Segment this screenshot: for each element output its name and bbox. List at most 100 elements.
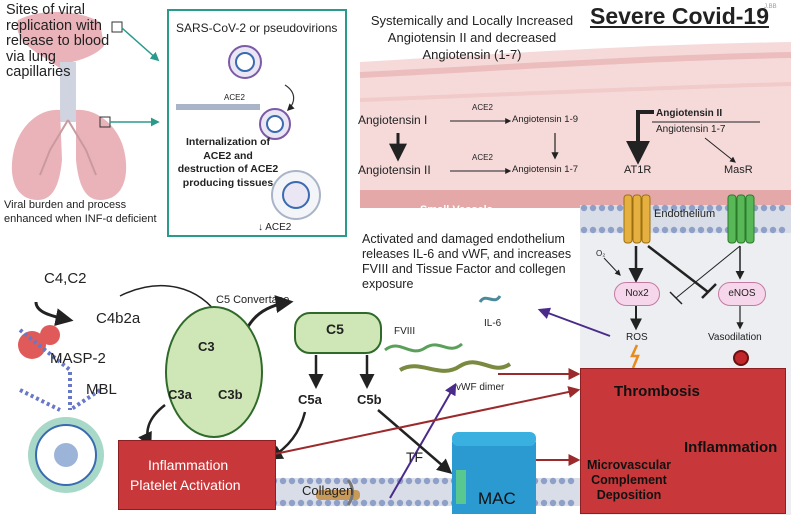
c5-label: C5 [326,321,344,337]
membrane-bead [333,477,341,485]
ace2-receptor-label: ACE2 [224,93,245,102]
membrane-bead [540,477,548,485]
il6-label: IL-6 [484,318,502,329]
ace2-inset [167,9,347,237]
angiotensin-2-right-label: Angiotensin II [656,108,723,119]
oxygen-label: O₂ [596,249,606,258]
membrane-bead [360,499,368,507]
membrane-bead [324,477,332,485]
angiotensin-1-9-label: Angiotensin 1-9 [512,114,579,125]
membrane-bead [760,226,768,234]
membrane-bead [652,226,660,234]
c3-oval [165,306,263,438]
masp2-label: MASP-2 [50,350,106,367]
c4-c2-label: C4,C2 [44,270,87,287]
membrane-bead [540,499,548,507]
membrane-bead [378,499,386,507]
thrombosis-label: Thrombosis [614,383,700,400]
membrane-bead [589,204,597,212]
membrane-bead [661,226,669,234]
endothelium-description: Activated and damaged endothelium releas… [362,232,572,291]
at1r-receptor [623,194,651,244]
vasodilation-label: Vasodilation [708,332,762,343]
membrane-bead [387,499,395,507]
ros-label: ROS [626,332,648,343]
figure-title: Severe Covid-19 [590,3,769,29]
inflammation-box [118,440,276,510]
membrane-bead [607,204,615,212]
membrane-bead [769,204,777,212]
membrane-bead [706,204,714,212]
ace2-decrease-label: ↓ ACE2 [258,222,292,233]
angiotensin-2-label: Angiotensin II [358,163,431,177]
viral-burden-label: Viral burden and process enhanced when I… [4,199,157,225]
c3b-label: C3b [218,387,243,402]
internalization-label: Internalization of ACE2 and destruction … [177,136,279,189]
membrane-bead [297,499,305,507]
membrane-bead [558,477,566,485]
membrane-bead [616,204,624,212]
membrane-bead [432,477,440,485]
membrane-bead [387,477,395,485]
membrane-bead [769,226,777,234]
membrane-bead [598,204,606,212]
masr-receptor [727,194,755,244]
inflammation-box-line2: Platelet Activation [130,477,241,493]
membrane-bead [567,499,575,507]
inflammation-box-line1: Inflammation [148,457,229,473]
masr-label: MasR [724,164,753,176]
at1r-label: AT1R [624,164,652,176]
vessel-header: Systemically and Locally Increased Angio… [370,13,574,62]
membrane-bead [333,499,341,507]
vwf-dimer-label: vWF dimer [456,382,505,393]
membrane-bead [580,226,588,234]
membrane-bead [288,477,296,485]
membrane-bead [558,499,566,507]
c3-label: C3 [198,339,215,354]
membrane-bead [423,499,431,507]
membrane-bead [315,499,323,507]
angiotensin-1-label: Angiotensin I [358,113,428,127]
small-vessels-label: Small Vessels [420,204,493,216]
membrane-bead [670,204,678,212]
membrane-bead [360,477,368,485]
endothelium-label: Endothelium [654,208,716,220]
membrane-bead [679,204,687,212]
ace2-bottom-label: ACE2 [472,153,493,162]
membrane-bead [432,499,440,507]
membrane-bead [778,226,786,234]
collagen-label: Collagen [302,483,354,498]
c5b-label: C5b [357,392,382,407]
membrane-bead [288,499,296,507]
membrane-bead [589,226,597,234]
nox2-pill: Nox2 [614,282,660,306]
inflammation-cycle-label: Inflammation [684,439,778,456]
membrane-bead [369,499,377,507]
lungs-illustration [11,11,160,200]
inset-header: SARS-CoV-2 or pseudovirions [176,21,338,35]
blood-vessel-band [359,42,791,208]
angiotensin-1-7-label: Angiotensin 1-7 [512,164,579,175]
fviii-label: FVIII [394,326,416,337]
membrane-bead [760,204,768,212]
membrane-bead [324,499,332,507]
c5a-label: C5a [298,392,322,407]
tissue-factor-label: TF [406,449,424,465]
membrane-bead [378,477,386,485]
ras-arrows [389,110,760,174]
mbl-label: MBL [86,381,117,398]
membrane-bead [778,204,786,212]
membrane-bead [396,499,404,507]
viral-replication-label: Sites of viral replication with release … [6,2,110,80]
membrane-bead [661,204,669,212]
membrane-bead [414,499,422,507]
membrane-bead [279,499,287,507]
membrane-bead [598,226,606,234]
membrane-bead [369,477,377,485]
membrane-bead [679,226,687,234]
membrane-bead [351,477,359,485]
membrane-bead [315,477,323,485]
membrane-bead [405,499,413,507]
membrane-bead [580,204,588,212]
signaling-arrows [603,245,749,369]
